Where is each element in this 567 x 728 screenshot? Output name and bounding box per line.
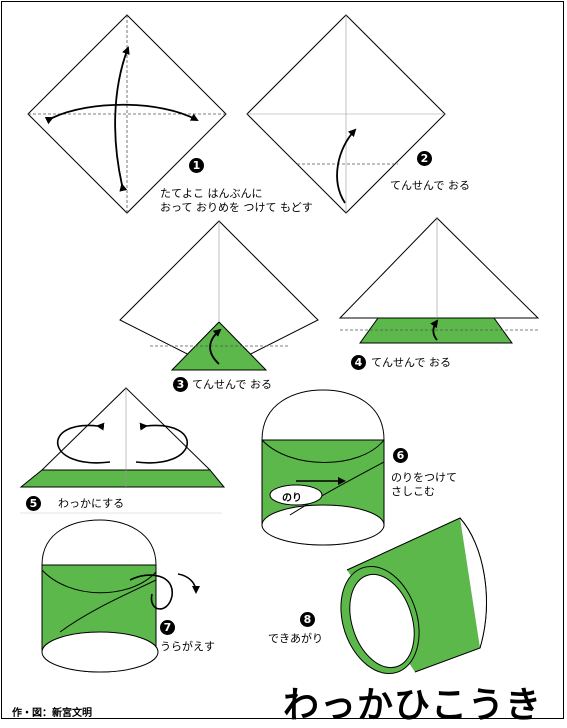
step5-diagram <box>19 387 226 488</box>
step8-diagram <box>340 517 487 675</box>
step7-diagram <box>41 519 200 673</box>
step7-number: 7 <box>160 620 175 635</box>
step1-number: 1 <box>189 158 204 173</box>
page-border <box>1 1 564 719</box>
step6-text-line2: さしこむ <box>391 485 435 498</box>
step1-text-line2: おって おりめを つけて もどす <box>160 201 313 214</box>
step7-text: うらがえす <box>160 640 215 653</box>
step8-number: 8 <box>300 612 315 627</box>
step6-text-line1: のりをつけて <box>391 471 457 484</box>
step4-text: てんせんで おる <box>371 356 451 369</box>
page-title: わっかひこうき <box>283 685 543 726</box>
step4-diagram <box>338 217 540 344</box>
step3-text: てんせんで おる <box>192 378 272 391</box>
step2-number: 2 <box>417 151 432 166</box>
step3-number: 3 <box>173 377 188 392</box>
step4-number: 4 <box>351 355 366 370</box>
step1-text-line1: たてよこ はんぶんに <box>160 187 263 200</box>
step6-number: 6 <box>393 448 408 463</box>
step2-diagram <box>246 14 446 214</box>
step1-diagram <box>27 14 227 214</box>
credit-text: 作・図：新宮文明 <box>12 708 92 719</box>
step2-text: てんせんで おる <box>390 179 470 192</box>
step5-text: わっかにする <box>58 497 125 510</box>
step5-number: 5 <box>26 496 41 511</box>
step3-diagram <box>119 220 319 371</box>
glue-label: のり <box>282 493 302 504</box>
step8-text: できあがり <box>268 632 323 645</box>
step6-diagram <box>261 389 385 546</box>
